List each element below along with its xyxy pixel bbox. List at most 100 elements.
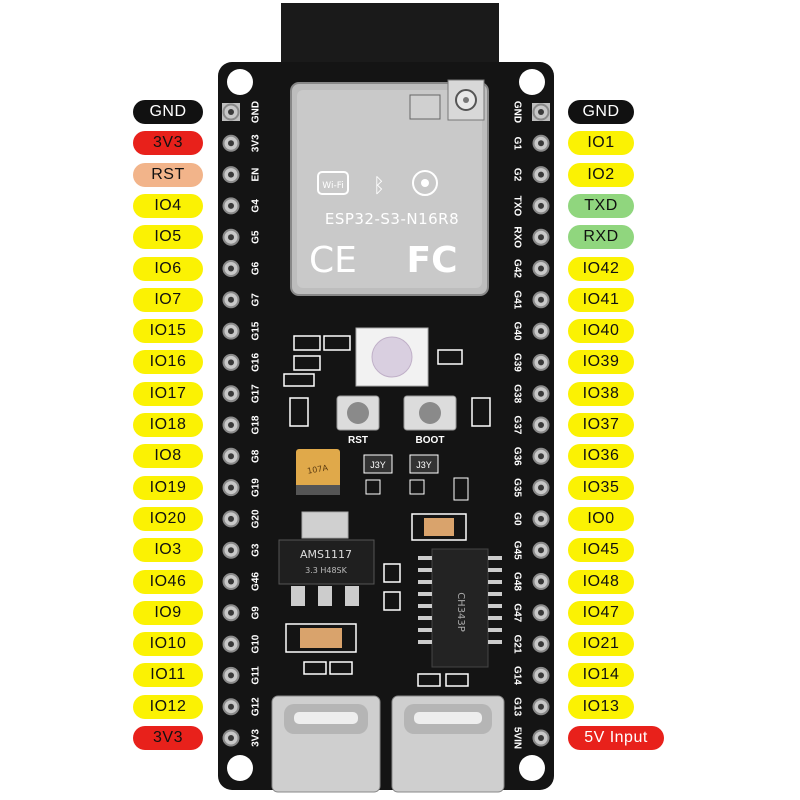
pin-hole-center bbox=[228, 359, 234, 366]
pin-silkscreen-label: G3 bbox=[251, 543, 262, 557]
svg-text:J3Y: J3Y bbox=[416, 460, 432, 470]
pin-label-io21: IO21 bbox=[568, 632, 634, 657]
usb-serial-chip: CH343P bbox=[431, 548, 489, 668]
pin-hole-center bbox=[228, 515, 234, 522]
pin-hole-center bbox=[538, 641, 544, 648]
ufl-connector bbox=[409, 79, 485, 121]
pin-silkscreen-label: G9 bbox=[251, 606, 262, 620]
pin-silkscreen-label: GND bbox=[512, 101, 523, 123]
pin-hole-center bbox=[228, 171, 234, 178]
fcc-mark: FC bbox=[406, 240, 457, 281]
rst-button[interactable] bbox=[336, 395, 380, 431]
pin-hole-center bbox=[538, 453, 544, 460]
pin-hole-center bbox=[538, 296, 544, 303]
pin-hole-center bbox=[228, 641, 234, 648]
pin-silkscreen-label: G13 bbox=[512, 697, 523, 716]
boot-button[interactable] bbox=[403, 395, 457, 431]
pin-label-gnd: GND bbox=[568, 100, 634, 124]
pin-silkscreen-label: G6 bbox=[251, 261, 262, 275]
usb-c-port-left[interactable] bbox=[271, 695, 381, 793]
pin-label-io46: IO46 bbox=[133, 569, 203, 594]
pin-hole-center bbox=[228, 547, 234, 554]
pin-silkscreen-label: G35 bbox=[512, 478, 523, 497]
pin-silkscreen-label: 3V3 bbox=[251, 134, 262, 152]
pin-hole-center bbox=[538, 202, 544, 209]
pin-label-io40: IO40 bbox=[568, 319, 634, 344]
pin-hole-center bbox=[228, 578, 234, 585]
svg-text:AMS1117: AMS1117 bbox=[300, 548, 352, 561]
pin-label-io1: IO1 bbox=[568, 131, 634, 156]
module-name: ESP32-S3-N16R8 bbox=[325, 210, 459, 228]
pin-hole-center bbox=[538, 422, 544, 428]
pin-silkscreen-label: G11 bbox=[251, 666, 262, 685]
pin-label-5v-input: 5V Input bbox=[568, 726, 664, 750]
pin-silkscreen-label: G38 bbox=[512, 384, 523, 403]
pin-silkscreen-label: G17 bbox=[251, 384, 262, 403]
svg-text:Wi-Fi: Wi-Fi bbox=[322, 181, 343, 191]
pin-silkscreen-label: G4 bbox=[251, 199, 262, 213]
pin-label-rst: RST bbox=[133, 162, 203, 187]
pin-label-io13: IO13 bbox=[568, 694, 634, 719]
pin-silkscreen-label: G39 bbox=[512, 353, 523, 372]
pin-silkscreen-label: G45 bbox=[512, 541, 523, 560]
pin-hole-center bbox=[228, 390, 234, 397]
pin-hole-center bbox=[228, 453, 234, 460]
rst-button-label: RST bbox=[348, 435, 368, 446]
pin-hole-center bbox=[538, 140, 544, 147]
pin-label-io8: IO8 bbox=[133, 444, 203, 469]
pin-label-io15: IO15 bbox=[133, 319, 203, 344]
left-header-pins: GND3V3ENG4G5G6G7G15G16G17G18G8G19G20G3G4… bbox=[222, 101, 262, 747]
pin-label-io42: IO42 bbox=[568, 256, 634, 281]
pin-silkscreen-label: G21 bbox=[512, 635, 523, 654]
smd-components bbox=[283, 335, 491, 427]
pin-silkscreen-label: G18 bbox=[251, 415, 262, 434]
pin-hole-center bbox=[538, 578, 544, 585]
pin-silkscreen-label: G37 bbox=[512, 416, 523, 435]
pin-hole-center bbox=[228, 296, 234, 303]
pin-silkscreen-label: G10 bbox=[251, 634, 262, 653]
pin-label-io5: IO5 bbox=[133, 225, 203, 250]
pin-silkscreen-label: G42 bbox=[512, 259, 523, 278]
pin-label-io48: IO48 bbox=[568, 569, 634, 594]
pin-silkscreen-label: GND bbox=[251, 101, 262, 123]
pin-hole-center bbox=[228, 703, 234, 710]
pin-label-txd: TXD bbox=[568, 193, 634, 218]
resistor bbox=[411, 513, 467, 541]
pin-label-io0: IO0 bbox=[568, 506, 634, 531]
pin-label-io36: IO36 bbox=[568, 444, 634, 469]
pin-silkscreen-label: G15 bbox=[251, 321, 262, 340]
pin-label-io10: IO10 bbox=[133, 632, 203, 657]
pin-label-io6: IO6 bbox=[133, 256, 203, 281]
pin-silkscreen-label: G12 bbox=[251, 697, 262, 716]
pin-hole-center bbox=[538, 515, 544, 522]
svg-text:CH343P: CH343P bbox=[455, 592, 466, 632]
pin-silkscreen-label: G47 bbox=[512, 603, 523, 622]
pin-silkscreen-label: TXO bbox=[512, 196, 523, 217]
right-header-pins: GNDG1G2TXORXOG42G41G40G39G38G37G36G35G0G… bbox=[512, 101, 550, 749]
pin-label-io37: IO37 bbox=[568, 413, 634, 437]
pin-label-3v3: 3V3 bbox=[133, 131, 203, 156]
pin-label-io35: IO35 bbox=[568, 475, 634, 500]
pin-hole-center bbox=[538, 390, 544, 397]
pin-label-io12: IO12 bbox=[133, 694, 203, 719]
bluetooth-icon: ᛒ bbox=[373, 173, 385, 197]
pin-hole-center bbox=[538, 359, 544, 366]
pin-hole-center bbox=[538, 735, 544, 741]
pin-silkscreen-label: G20 bbox=[251, 509, 262, 528]
mounting-holes bbox=[227, 69, 545, 781]
pin-hole-center bbox=[228, 735, 234, 741]
usb-c-port-right[interactable] bbox=[391, 695, 505, 793]
pin-hole-center bbox=[228, 609, 234, 616]
pin-label-io45: IO45 bbox=[568, 538, 634, 563]
pin-hole-center bbox=[228, 140, 234, 147]
rgb-led bbox=[355, 327, 429, 387]
pin-silkscreen-label: G14 bbox=[512, 666, 523, 685]
pin-label-io9: IO9 bbox=[133, 600, 203, 625]
pin-label-rxd: RXD bbox=[568, 225, 634, 250]
pin-hole-center bbox=[538, 547, 544, 554]
pin-hole-center bbox=[228, 484, 234, 491]
small-components bbox=[285, 563, 469, 687]
pin-label-io16: IO16 bbox=[133, 350, 203, 375]
pin-silkscreen-label: 3V3 bbox=[251, 729, 262, 747]
